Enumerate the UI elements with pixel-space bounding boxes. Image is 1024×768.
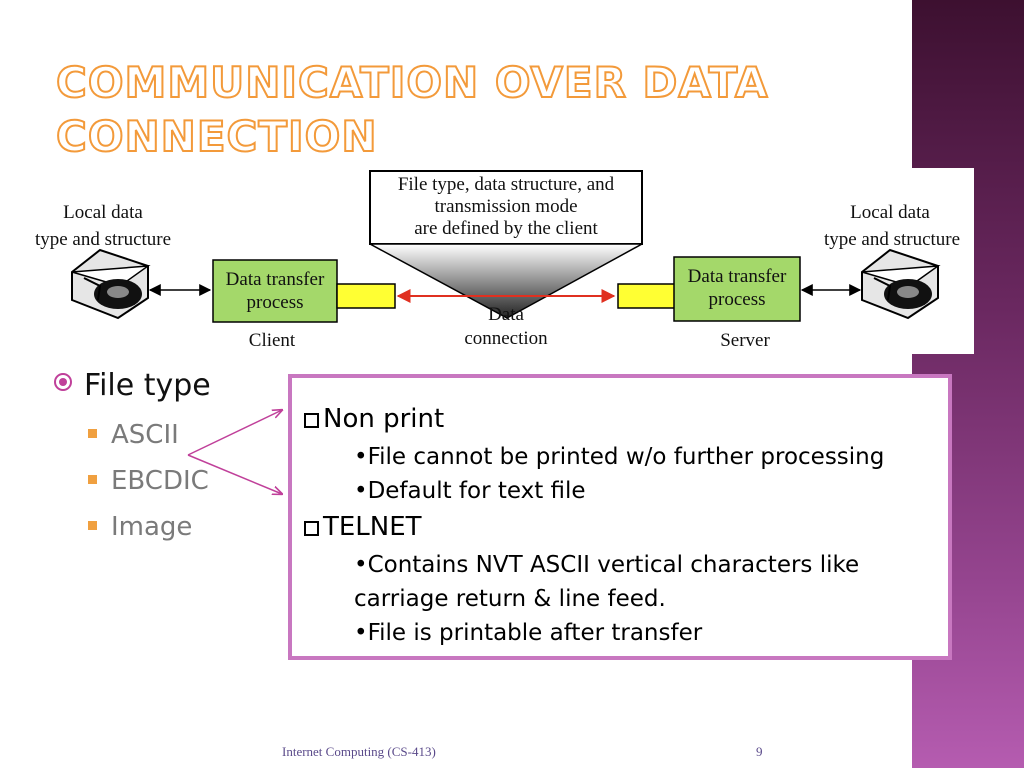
- server-process-label-1: Data transfer: [688, 266, 787, 287]
- callout-text-1: File type, data structure, and: [398, 174, 615, 195]
- bullet-file-type: File type: [54, 368, 211, 403]
- slide-title-line-1: Communication over data: [55, 57, 769, 108]
- ftp-diagram: Local data type and structure File type,…: [0, 168, 974, 354]
- checkbox-bullet-icon: [304, 521, 319, 536]
- square-bullet-icon: [88, 429, 97, 438]
- sub-bullet-image-text: Image: [111, 512, 193, 542]
- left-local-label-1: Local data: [63, 202, 143, 223]
- sub-bullet-image: Image: [88, 512, 192, 542]
- box-heading-telnet: TELNET: [304, 512, 422, 542]
- callout-text-3: are defined by the client: [414, 218, 598, 239]
- box-item: •File is printable after transfer: [354, 620, 703, 646]
- right-local-label-1: Local data: [850, 202, 930, 223]
- client-process-label-1: Data transfer: [226, 269, 325, 290]
- sub-bullet-ascii: ASCII: [88, 420, 179, 450]
- connector-arrow-upper: [187, 410, 282, 456]
- right-local-label-2: type and structure: [824, 229, 960, 250]
- client-port: [336, 283, 396, 309]
- box-heading-non-print-text: Non print: [323, 404, 445, 434]
- right-disk-icon: [861, 248, 941, 320]
- client-label: Client: [249, 330, 296, 351]
- client-process-label-2: process: [247, 292, 304, 313]
- slide-title-line-2: connection: [55, 111, 378, 162]
- box-item: •Contains NVT ASCII vertical characters …: [354, 552, 860, 578]
- server-label: Server: [720, 330, 770, 351]
- sub-bullet-ebcdic-text: EBCDIC: [111, 466, 209, 496]
- data-connection-label-1: Data: [488, 304, 524, 325]
- server-process-box: [673, 256, 801, 322]
- square-bullet-icon: [88, 475, 97, 484]
- box-heading-non-print: Non print: [304, 404, 444, 434]
- sub-bullet-ascii-text: ASCII: [111, 420, 179, 450]
- page-number: 9: [756, 744, 763, 759]
- info-box: Non print •File cannot be printed w/o fu…: [288, 374, 952, 660]
- circle-bullet-icon: [54, 373, 72, 391]
- server-port: [617, 283, 677, 309]
- callout-text-2: transmission mode: [434, 196, 577, 217]
- client-process-box: [212, 259, 338, 323]
- sub-bullet-ebcdic: EBCDIC: [88, 466, 209, 496]
- server-process-label-2: process: [709, 289, 766, 310]
- bullet-file-type-text: File type: [84, 368, 211, 403]
- box-heading-telnet-text: TELNET: [323, 512, 422, 542]
- box-item: carriage return & line feed.: [354, 586, 666, 612]
- checkbox-bullet-icon: [304, 413, 319, 428]
- square-bullet-icon: [88, 521, 97, 530]
- left-local-label-2: type and structure: [35, 229, 171, 250]
- callout-box: [369, 170, 643, 319]
- slide-title: Communication over data connection: [55, 56, 769, 164]
- box-item: •File cannot be printed w/o further proc…: [354, 444, 885, 470]
- left-disk-icon: [71, 248, 151, 320]
- data-connection-label-2: connection: [464, 328, 548, 349]
- box-item: •Default for text file: [354, 478, 586, 504]
- footer-text: Internet Computing (CS-413): [282, 744, 436, 759]
